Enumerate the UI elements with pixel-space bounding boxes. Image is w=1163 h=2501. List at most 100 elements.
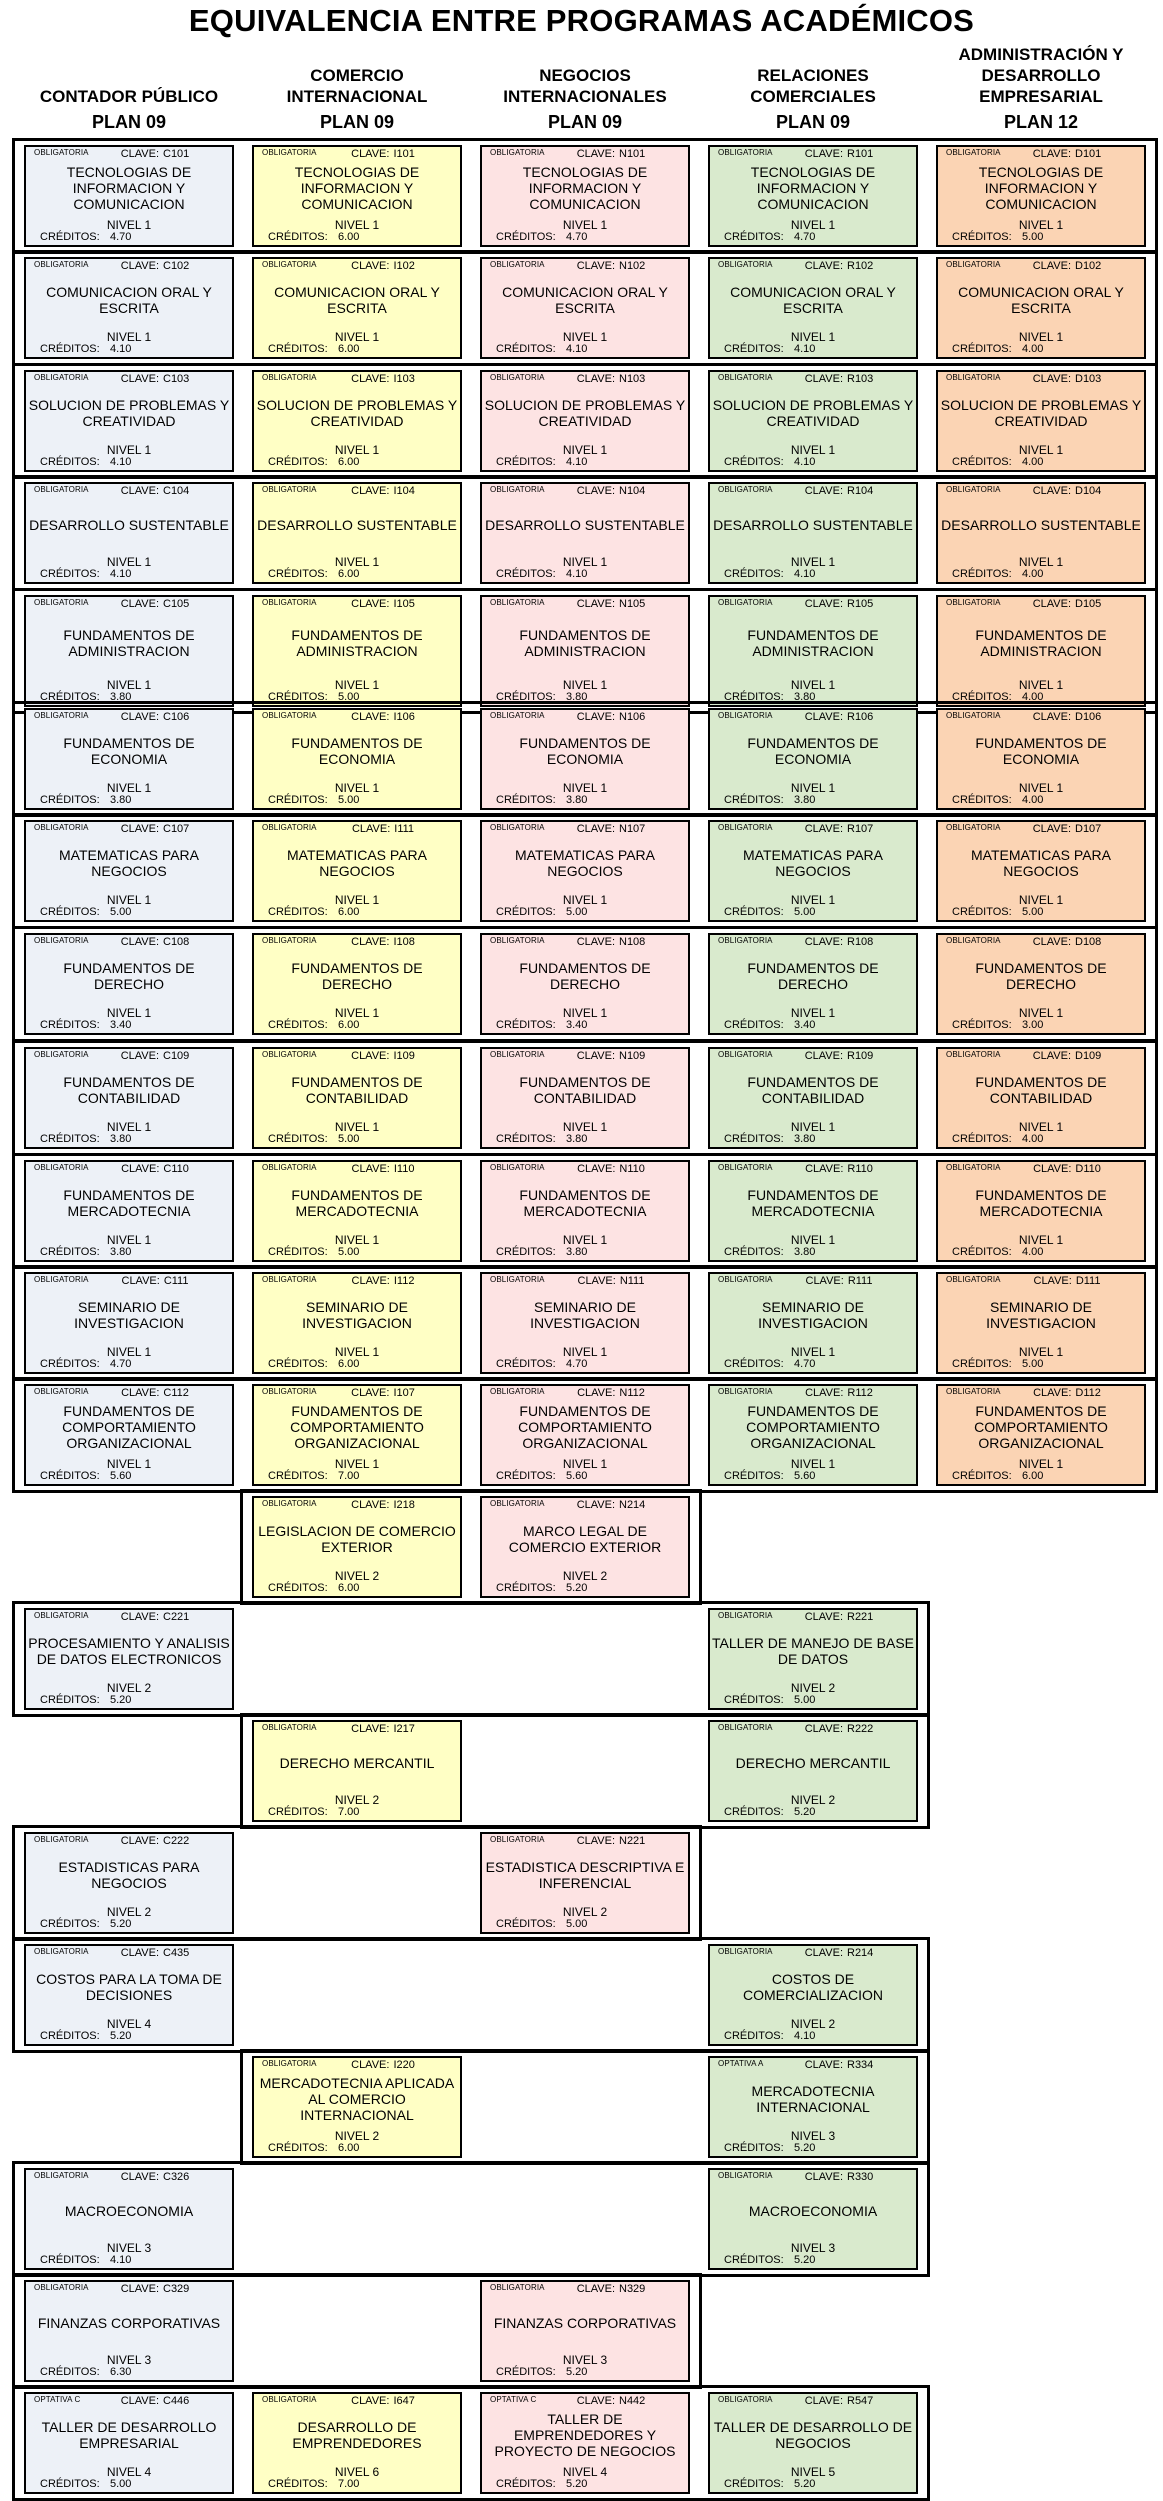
course-name: SOLUCION DE PROBLEMAS Y CREATIVIDAD xyxy=(484,397,686,429)
course-level: NIVEL 4 xyxy=(562,2465,608,2479)
course-name: MACROECONOMIA xyxy=(748,2203,878,2219)
course-key: CLAVE:R109 xyxy=(766,1049,912,1063)
course-type: OBLIGATORIA xyxy=(262,1387,317,1396)
course-level: NIVEL 1 xyxy=(334,330,380,344)
course-key: CLAVE:R106 xyxy=(766,710,912,724)
course-key-value: C221 xyxy=(163,1611,190,1623)
course-name: FINANZAS CORPORATIVAS xyxy=(37,2315,221,2331)
credits-value: 5.20 xyxy=(566,2366,588,2378)
course-key-label: CLAVE: xyxy=(120,1050,159,1062)
course-name: MERCADOTECNIA APLICADA AL COMERCIO INTER… xyxy=(259,2075,455,2123)
credits-label: CRÉDITOS: xyxy=(724,906,784,918)
course-key-label: CLAVE: xyxy=(576,1050,615,1062)
course-key-label: CLAVE: xyxy=(351,598,390,610)
course-name: SOLUCION DE PROBLEMAS Y CREATIVIDAD xyxy=(28,397,230,429)
course-credits: CRÉDITOS:4.70 xyxy=(496,231,587,244)
credits-label: CRÉDITOS: xyxy=(724,568,784,580)
credits-value: 4.00 xyxy=(1022,1246,1044,1258)
course-name: DERECHO MERCANTIL xyxy=(279,1755,435,1771)
